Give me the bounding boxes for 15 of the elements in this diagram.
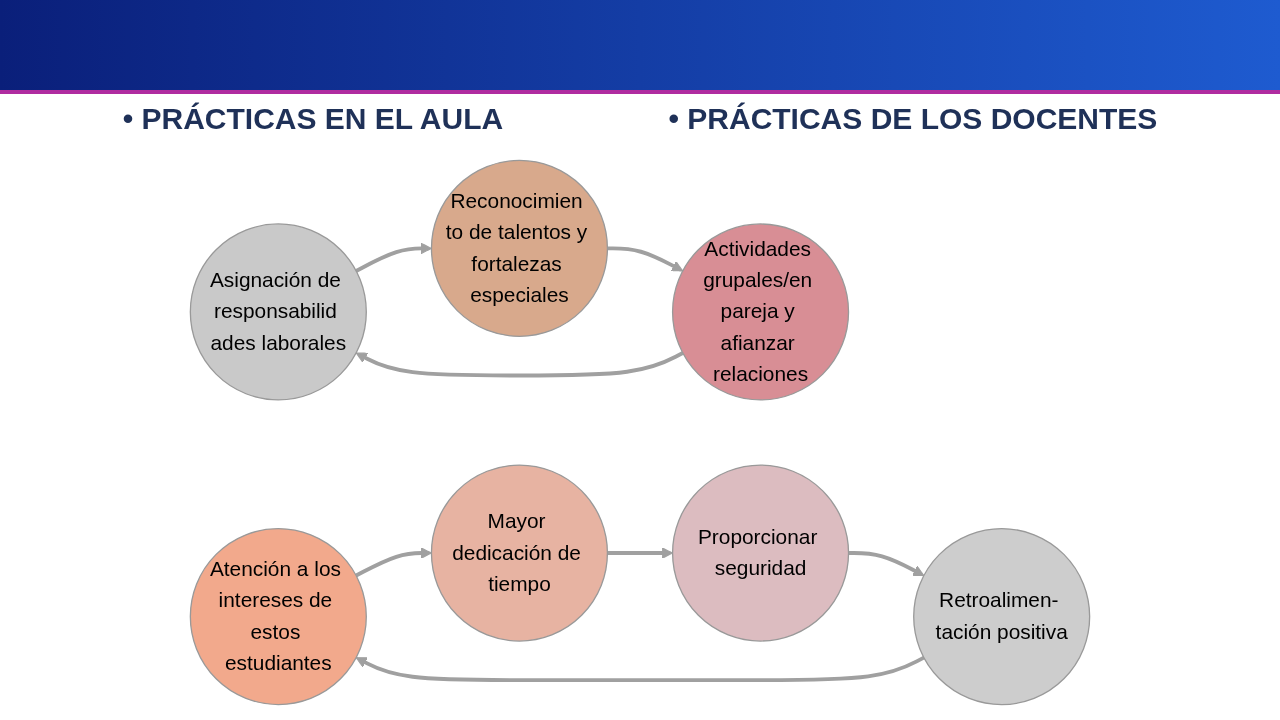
arrow [848,551,925,577]
node-circle: Reconocimien to de talentos y fortalezas especiales [430,159,609,338]
node-circle: Atención a los intereses de estos estudiantes [189,527,367,706]
arrow [355,547,432,578]
node-circle: Retroalimen- tación positiva [913,527,1091,706]
section-heading: • PRÁCTICAS DE LOS DOCENTES [668,102,1158,136]
arrow [607,246,684,272]
node-circle: Mayor dedicación de tiempo [430,464,609,642]
node-circle: Proporcionar seguridad [671,464,850,642]
node-circle: Asignación de responsabilid ades laborales [189,223,367,401]
node-circle: Actividades grupales/en pareja y afianzar relaciones [671,223,850,401]
section-heading: • PRÁCTICAS EN EL AULA [122,102,504,136]
arrow [355,351,684,378]
arrow [355,655,925,683]
arrow [355,242,432,273]
